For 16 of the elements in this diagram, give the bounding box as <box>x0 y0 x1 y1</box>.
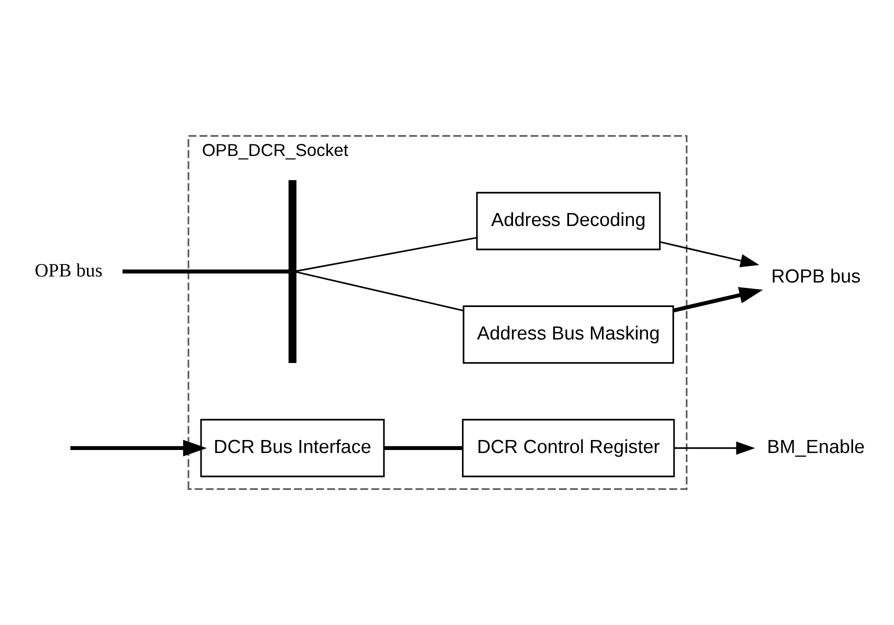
node-box: DCR Control Register <box>462 418 675 478</box>
node-box: DCR Bus Interface <box>200 418 385 478</box>
node-text: OPB bus <box>34 260 103 282</box>
arrow <box>674 441 756 455</box>
arrow <box>673 287 763 312</box>
connector <box>296 236 477 272</box>
connector <box>384 446 463 450</box>
node-box: Address Bus Masking <box>462 305 674 364</box>
node-text: ROPB bus <box>771 266 861 288</box>
arrow <box>660 241 760 268</box>
connector <box>122 270 290 274</box>
connector <box>296 271 464 312</box>
node-text: BM_Enable <box>767 436 865 458</box>
node-bar <box>288 180 296 363</box>
node-box: Address Decoding <box>476 192 661 250</box>
arrow <box>70 440 207 456</box>
